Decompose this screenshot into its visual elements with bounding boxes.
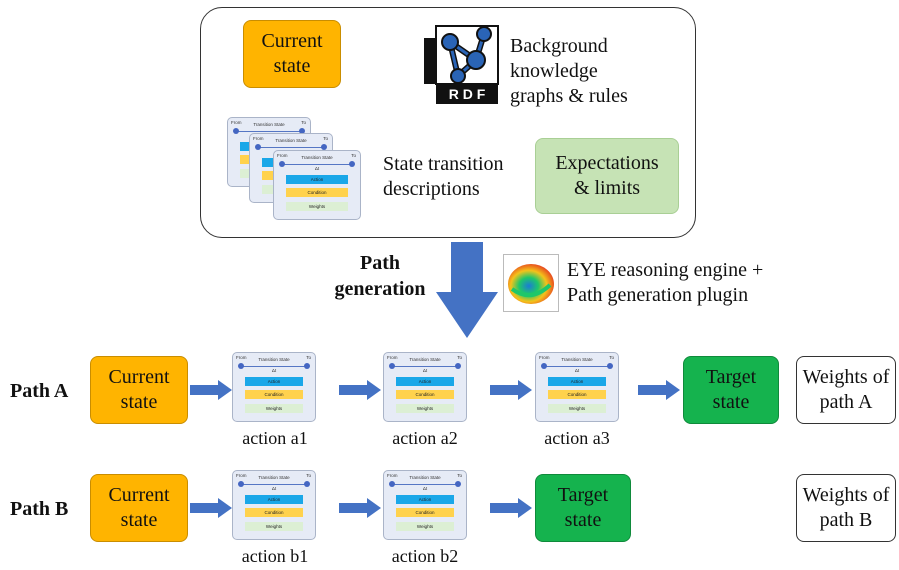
path-b-arrow-1: [190, 498, 232, 518]
path-b-action-1-label: action b1: [241, 546, 309, 566]
rdf-text: R D F: [449, 86, 486, 102]
path-a-label: Path A: [10, 380, 69, 402]
state-transition-label: State transition descriptions: [383, 153, 504, 200]
path-a-arrow-2: [339, 380, 381, 400]
path-b-current-state: Current state: [90, 474, 188, 542]
current-state-box-top: Current state: [243, 20, 341, 88]
path-generation-arrow-icon: [436, 242, 498, 338]
path-b-label: Path B: [10, 498, 69, 520]
path-a-target-state: Target state: [683, 356, 779, 424]
path-a-arrow-4: [638, 380, 680, 400]
expectations-box: Expectations & limits: [535, 138, 679, 214]
path-a-arrow-3: [490, 380, 532, 400]
path-b-arrow-2: [339, 498, 381, 518]
eye-engine-icon: [503, 254, 559, 312]
path-a-weights: Weights of path A: [796, 356, 896, 424]
eye-engine-label: EYE reasoning engine + Path generation p…: [567, 259, 764, 306]
path-generation-label: Path generation: [334, 252, 426, 300]
background-knowledge-label: Background knowledge graphs & rules: [510, 35, 628, 107]
path-b-target-state: Target state: [535, 474, 631, 542]
path-b-arrow-3: [490, 498, 532, 518]
input-panel: [200, 7, 696, 238]
path-b-weights: Weights of path B: [796, 474, 896, 542]
path-a-action-3-label: action a3: [544, 428, 610, 448]
path-a-current-state: Current state: [90, 356, 188, 424]
rdf-logo-icon: R D F: [420, 20, 500, 104]
current-state-label-top: Current state: [261, 30, 323, 77]
path-a-action-2-label: action a2: [392, 428, 458, 448]
path-a-arrow-1: [190, 380, 232, 400]
path-b-action-2-label: action b2: [391, 546, 459, 566]
path-a-action-1-label: action a1: [242, 428, 308, 448]
